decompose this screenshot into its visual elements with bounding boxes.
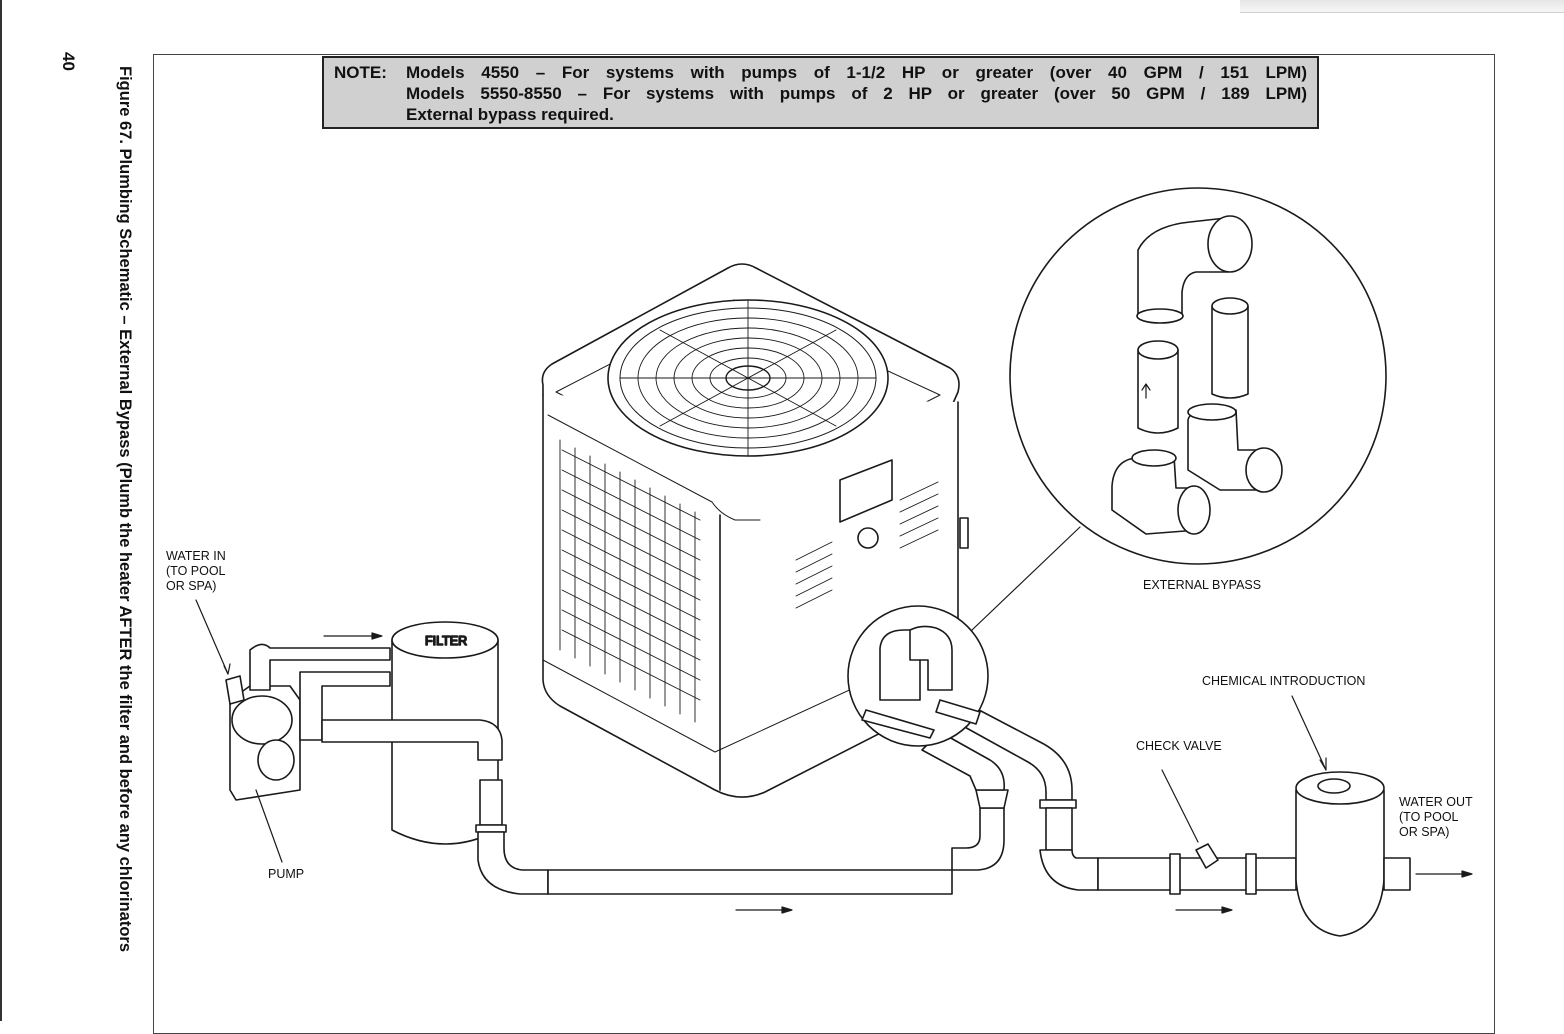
note-line-1: Models 4550 – For systems with pumps of … [406, 63, 1307, 82]
page-edge [0, 0, 2, 1021]
note-box: NOTE: Models 4550 – For systems with pum… [322, 56, 1319, 129]
label-water-in-line2: (TO POOL [166, 564, 226, 578]
note-line-3: External bypass required. [406, 105, 614, 124]
pump [225, 675, 301, 801]
note-label: NOTE: [334, 63, 387, 82]
heater-unit [541, 263, 969, 798]
note-line-2: Models 5550-8550 – For systems with pump… [406, 84, 1307, 103]
label-water-in-line1: WATER IN [166, 549, 226, 563]
label-water-out-line1: WATER OUT [1399, 795, 1473, 809]
viewer-corner-shadow [1240, 0, 1564, 13]
label-check-valve: CHECK VALVE [1136, 739, 1222, 753]
detail-leader-line [971, 526, 1081, 631]
label-water-in-line3: OR SPA) [166, 579, 216, 593]
external-bypass-detail [1009, 187, 1387, 565]
label-pump: PUMP [268, 867, 304, 881]
flow-arrows [323, 632, 1473, 914]
label-water-out-line3: OR SPA) [1399, 825, 1449, 839]
leader-lines [195, 599, 1327, 863]
bypass-detail-small [847, 605, 989, 747]
label-filter: FILTER [425, 634, 467, 648]
label-external-bypass: EXTERNAL BYPASS [1143, 578, 1261, 592]
label-water-out-line2: (TO POOL [1399, 810, 1459, 824]
label-chemical-introduction: CHEMICAL INTRODUCTION [1202, 674, 1365, 688]
